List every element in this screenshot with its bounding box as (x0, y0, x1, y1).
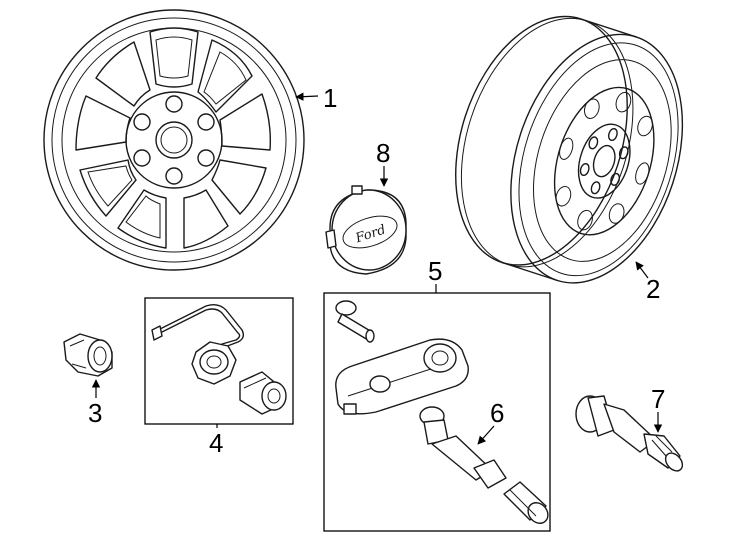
callout-5: 5 (428, 256, 442, 286)
callout-3: 3 (88, 398, 102, 428)
leader-lines (91, 92, 663, 445)
wheel-lock-kit-box (144, 297, 294, 425)
tpms-sensor-box (323, 292, 551, 532)
callout-8: 8 (376, 138, 390, 168)
steel-wheel (455, 15, 684, 284)
callout-7: 7 (651, 384, 665, 414)
callout-6: 6 (490, 398, 504, 428)
callout-2: 2 (646, 274, 660, 304)
valve-stem (575, 395, 684, 472)
callout-4: 4 (209, 428, 223, 458)
center-cap: Ford (325, 185, 407, 275)
callout-1: 1 (323, 83, 337, 113)
lug-nut (63, 333, 113, 377)
alloy-wheel (43, 9, 305, 271)
